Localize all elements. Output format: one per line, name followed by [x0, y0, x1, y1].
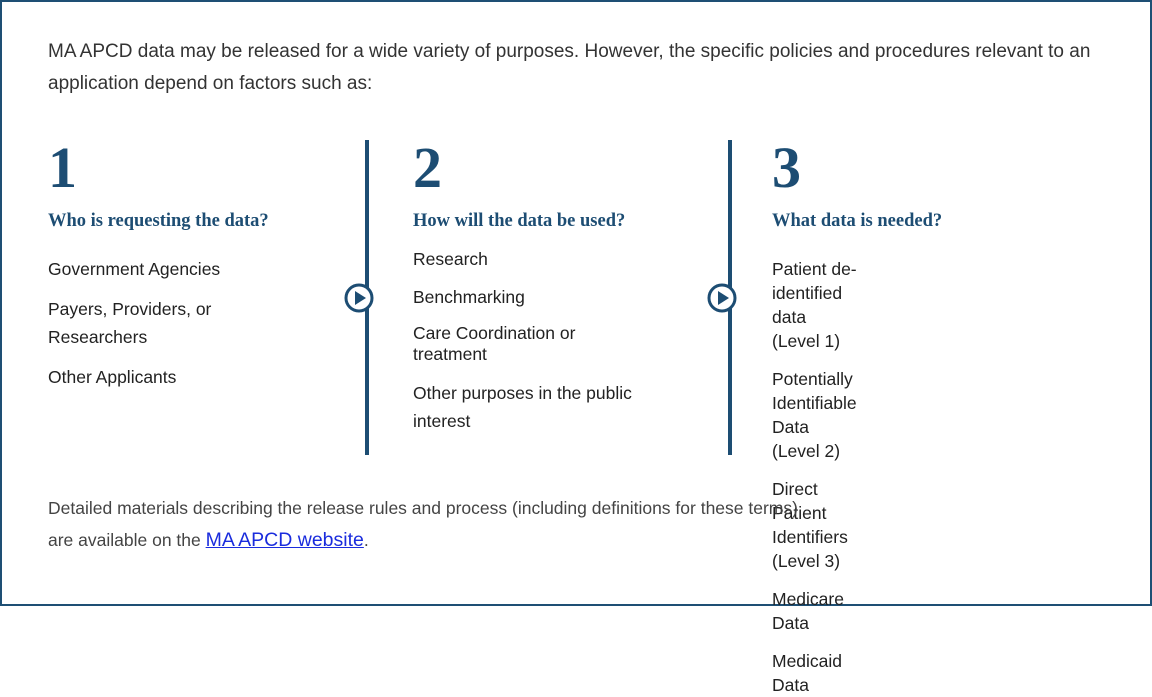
list-item: Payers, Providers, or Researchers — [48, 299, 212, 347]
column-3-heading: What data is needed? — [772, 211, 943, 231]
list-item: Medicare Data — [772, 589, 844, 633]
step-number-3: 3 — [772, 135, 801, 200]
intro-text: MA APCD data may be released for a wide … — [48, 41, 1091, 94]
column-3-list: Patient de-identified data (Level 1) Pot… — [772, 257, 857, 697]
column-2-list: Research Benchmarking Care Coordination … — [413, 247, 633, 435]
ma-apcd-website-link[interactable]: MA APCD website — [205, 529, 364, 551]
list-item: Care Coordination or treatment — [413, 323, 576, 364]
list-item: Other Applicants — [48, 367, 177, 387]
column-3: 3 What data is needed? Patient de-identi… — [772, 135, 942, 696]
list-item: Patient de-identified data (Level 1) — [772, 259, 857, 351]
footer-line-1: Detailed materials describing the releas… — [48, 498, 798, 518]
play-arrow-icon — [707, 283, 737, 313]
column-2-heading: How will the data be used? — [413, 211, 626, 231]
list-item: Benchmarking — [413, 287, 525, 307]
footer-line-2: are available on the — [48, 530, 201, 550]
list-item: Research — [413, 249, 488, 269]
column-1: 1 Who is requesting the data? Government… — [48, 135, 269, 388]
list-item: Potentially Identifiable Data (Level 2) — [772, 369, 857, 461]
column-2: 2 How will the data be used? Research Be… — [413, 135, 632, 432]
list-item: Direct Patient Identifiers (Level 3) — [772, 479, 848, 571]
play-arrow-icon — [344, 283, 374, 313]
content-frame — [0, 0, 1152, 606]
list-item: Medicaid Data — [772, 651, 843, 695]
list-item: Government Agencies — [48, 259, 221, 279]
step-number-1: 1 — [48, 135, 77, 200]
column-1-heading: Who is requesting the data? — [48, 211, 269, 231]
footer-period: . — [363, 530, 369, 550]
step-number-2: 2 — [413, 135, 442, 200]
footer-text: Detailed materials describing the releas… — [48, 492, 798, 556]
list-item: Other purposes in the public interest — [413, 383, 632, 431]
column-1-list: Government Agencies Payers, Providers, o… — [48, 257, 238, 389]
